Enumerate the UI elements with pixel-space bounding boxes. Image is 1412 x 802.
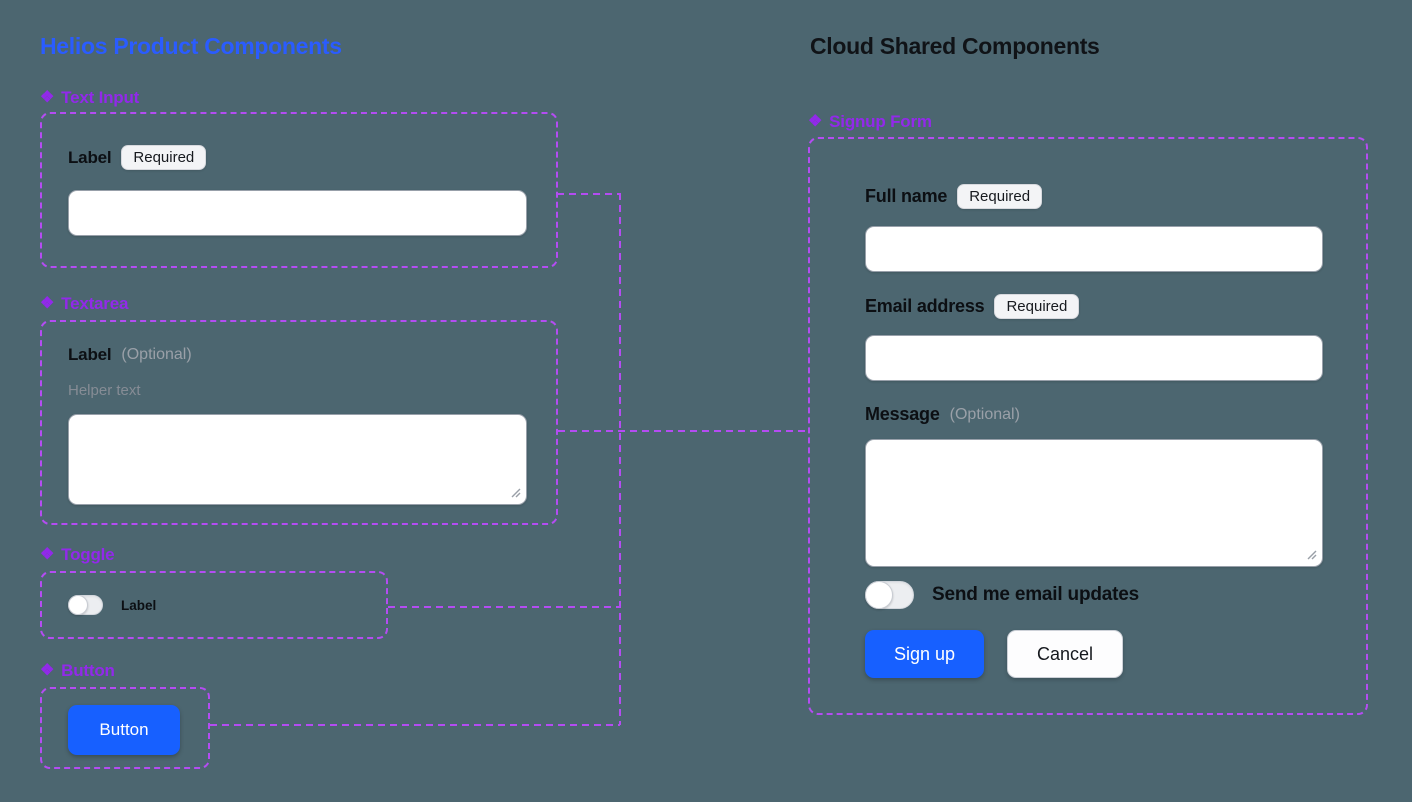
- toggle-knob-icon: [68, 595, 88, 615]
- signup-form-frame: Full name Required Email address Require…: [808, 137, 1368, 715]
- component-diamond-icon: ❖: [40, 295, 55, 312]
- email-label: Email address: [865, 296, 985, 316]
- toggle-knob-icon: [865, 581, 893, 609]
- left-panel-title: Helios Product Components: [40, 33, 342, 59]
- connector-button: [210, 724, 620, 726]
- message-label: Message: [865, 404, 940, 424]
- connector-text-input: [557, 193, 621, 195]
- textarea-wrapper: [68, 414, 527, 505]
- sign-up-button[interactable]: Sign up: [865, 630, 984, 678]
- optional-text: (Optional): [949, 405, 1020, 423]
- textarea-component-frame: Label (Optional) Helper text: [40, 320, 558, 525]
- text-input-field[interactable]: [68, 190, 527, 236]
- section-header-label: Textarea: [61, 294, 129, 313]
- toggle-row: Label: [68, 573, 156, 637]
- section-header-label: Text Input: [61, 88, 140, 107]
- full-name-label: Full name: [865, 186, 948, 206]
- component-diamond-icon: ❖: [40, 662, 55, 679]
- cancel-button[interactable]: Cancel: [1007, 630, 1123, 678]
- section-header-toggle: ❖ Toggle: [40, 545, 115, 565]
- section-header-label: Signup Form: [829, 112, 932, 131]
- message-wrapper: [865, 439, 1323, 567]
- required-badge: Required: [957, 184, 1043, 209]
- component-diamond-icon: ❖: [40, 89, 55, 106]
- section-header-label: Button: [61, 661, 115, 680]
- text-input-label-row: Label Required: [68, 145, 207, 170]
- toggle-label: Label: [121, 597, 157, 613]
- connector-toggle: [388, 606, 620, 608]
- optional-text: (Optional): [121, 346, 192, 363]
- message-label-row: Message (Optional): [865, 404, 1020, 425]
- text-input-label: Label: [68, 147, 112, 167]
- section-header-signup-form: ❖ Signup Form: [808, 112, 932, 132]
- textarea-label-row: Label (Optional): [68, 345, 192, 365]
- email-input[interactable]: [865, 335, 1323, 381]
- required-badge: Required: [121, 145, 207, 170]
- right-panel-title: Cloud Shared Components: [810, 33, 1100, 59]
- textarea-field[interactable]: [68, 414, 527, 505]
- email-label-row: Email address Required: [865, 294, 1080, 319]
- required-badge: Required: [994, 294, 1080, 319]
- message-textarea[interactable]: [865, 439, 1323, 567]
- full-name-input[interactable]: [865, 226, 1323, 272]
- text-input-component-frame: Label Required: [40, 112, 558, 268]
- full-name-label-row: Full name Required: [865, 184, 1043, 209]
- connector-trunk: [619, 193, 621, 725]
- button-component-frame: Button: [40, 687, 210, 769]
- toggle-switch[interactable]: [68, 595, 103, 615]
- component-diamond-icon: ❖: [40, 546, 55, 563]
- textarea-helper-text: Helper text: [68, 382, 141, 399]
- email-updates-toggle[interactable]: [865, 581, 914, 609]
- toggle-component-frame: Label: [40, 571, 388, 639]
- section-header-button: ❖ Button: [40, 661, 115, 681]
- connector-textarea-to-form: [558, 430, 808, 432]
- email-updates-label: Send me email updates: [932, 584, 1139, 605]
- section-header-label: Toggle: [61, 545, 115, 564]
- component-diamond-icon: ❖: [808, 113, 823, 130]
- email-updates-row: Send me email updates: [865, 581, 1139, 609]
- section-header-text-input: ❖ Text Input: [40, 88, 139, 108]
- textarea-label: Label: [68, 345, 112, 364]
- section-header-textarea: ❖ Textarea: [40, 294, 128, 314]
- sample-button[interactable]: Button: [68, 705, 180, 755]
